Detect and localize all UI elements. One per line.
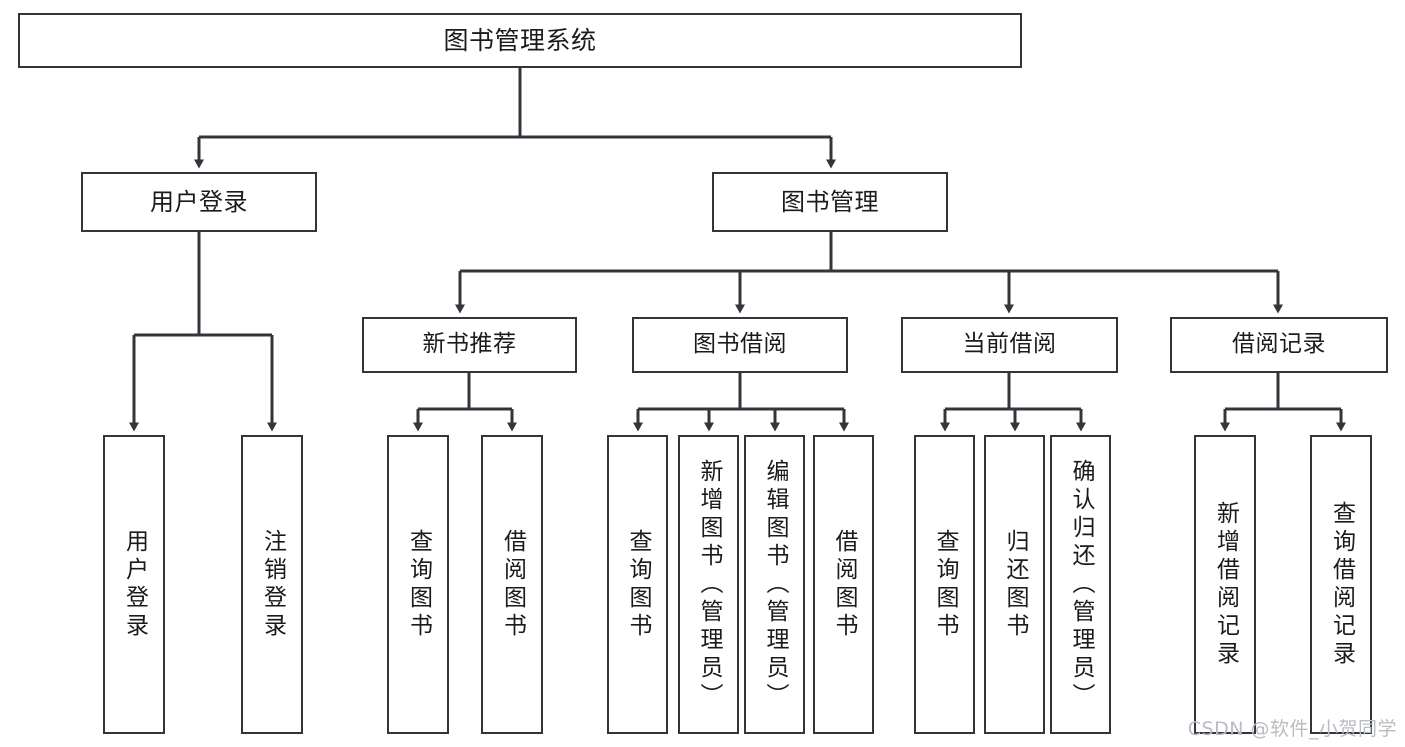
node-leaf-user-login-label: 用户登录 <box>121 528 148 641</box>
node-user-login[interactable]: 用户登录 <box>81 172 317 232</box>
node-leaf-edit-book[interactable]: 编辑图书（管理员） <box>744 435 805 734</box>
node-user-login-label: 用户登录 <box>150 187 248 216</box>
node-leaf-user-logout-label: 注销登录 <box>259 528 286 641</box>
node-leaf-query-book-3-label: 查询图书 <box>932 528 958 641</box>
node-leaf-query-book-2[interactable]: 查询图书 <box>607 435 668 734</box>
node-leaf-borrow-book-1[interactable]: 借阅图书 <box>481 435 543 734</box>
node-leaf-add-record-label: 新增借阅记录 <box>1212 500 1239 669</box>
node-leaf-query-record-label: 查询借阅记录 <box>1328 500 1355 669</box>
node-leaf-borrow-book-2-label: 借阅图书 <box>831 528 857 641</box>
node-borrow-record-label: 借阅记录 <box>1232 331 1326 358</box>
node-leaf-return-book[interactable]: 归还图书 <box>984 435 1045 734</box>
node-leaf-add-book[interactable]: 新增图书（管理员） <box>678 435 739 734</box>
node-leaf-confirm-return[interactable]: 确认归还（管理员） <box>1050 435 1111 734</box>
node-new-book-rec-label: 新书推荐 <box>422 331 517 358</box>
node-leaf-add-book-label: 新增图书（管理员） <box>696 458 722 711</box>
node-book-manage-label: 图书管理 <box>781 187 879 216</box>
node-leaf-query-book-3[interactable]: 查询图书 <box>914 435 975 734</box>
node-book-manage[interactable]: 图书管理 <box>712 172 948 232</box>
node-root-label: 图书管理系统 <box>443 25 597 55</box>
node-new-book-rec[interactable]: 新书推荐 <box>362 317 577 373</box>
node-leaf-query-book-2-label: 查询图书 <box>625 528 651 641</box>
node-book-borrow-label: 图书借阅 <box>693 331 787 358</box>
node-current-borrow-label: 当前借阅 <box>962 331 1057 358</box>
node-borrow-record[interactable]: 借阅记录 <box>1170 317 1388 373</box>
node-leaf-query-record[interactable]: 查询借阅记录 <box>1310 435 1372 734</box>
node-leaf-user-logout[interactable]: 注销登录 <box>241 435 303 734</box>
node-root[interactable]: 图书管理系统 <box>18 13 1022 68</box>
node-book-borrow[interactable]: 图书借阅 <box>632 317 848 373</box>
node-leaf-borrow-book-2[interactable]: 借阅图书 <box>813 435 874 734</box>
node-leaf-query-book-1[interactable]: 查询图书 <box>387 435 449 734</box>
node-leaf-edit-book-label: 编辑图书（管理员） <box>762 458 788 711</box>
node-leaf-return-book-label: 归还图书 <box>1002 528 1028 641</box>
node-current-borrow[interactable]: 当前借阅 <box>901 317 1118 373</box>
node-leaf-confirm-return-label: 确认归还（管理员） <box>1068 458 1094 711</box>
node-leaf-query-book-1-label: 查询图书 <box>405 528 432 641</box>
watermark-text: CSDN @软件_小贺同学 <box>1187 718 1397 740</box>
node-leaf-borrow-book-1-label: 借阅图书 <box>499 528 526 641</box>
node-leaf-add-record[interactable]: 新增借阅记录 <box>1194 435 1256 734</box>
node-leaf-user-login[interactable]: 用户登录 <box>103 435 165 734</box>
